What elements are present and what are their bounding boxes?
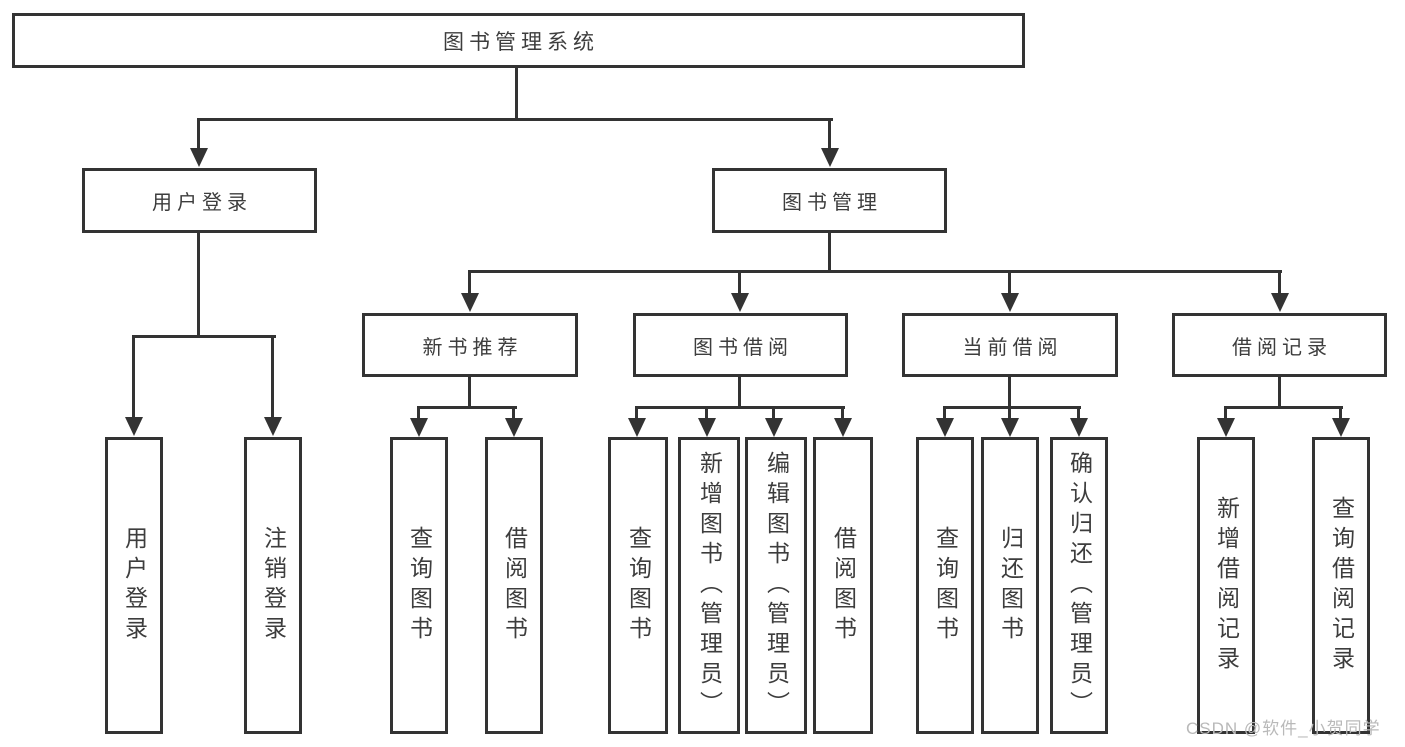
edge-mgmt-split xyxy=(468,270,1282,273)
edge-root-split xyxy=(197,118,833,121)
arrow-down-icon xyxy=(461,293,479,312)
edge-to-bor-query xyxy=(635,406,638,420)
leaf-current-return-books: 归还图书 xyxy=(981,437,1039,734)
node-book-management: 图书管理 xyxy=(712,168,947,233)
arrow-down-icon xyxy=(834,418,852,437)
edge-to-rd-query xyxy=(1339,406,1342,420)
node-current-borrow: 当前借阅 xyxy=(902,313,1118,377)
arrow-down-icon xyxy=(628,418,646,437)
edge-to-record xyxy=(1278,270,1281,296)
arrow-down-icon xyxy=(1001,418,1019,437)
arrow-down-icon xyxy=(190,148,208,167)
arrow-down-icon xyxy=(125,417,143,436)
edge-to-cur-confirm xyxy=(1077,406,1080,420)
arrow-down-icon xyxy=(765,418,783,437)
arrow-down-icon xyxy=(821,148,839,167)
leaf-current-confirm-return-admin: 确认归还（管理员） xyxy=(1050,437,1108,734)
edge-to-leaf-login xyxy=(132,335,135,419)
edge-to-mgmt-stem xyxy=(828,118,831,152)
edge-login-stem xyxy=(197,233,200,338)
leaf-logout: 注销登录 xyxy=(244,437,302,734)
leaf-record-query-borrow-record: 查询借阅记录 xyxy=(1312,437,1370,734)
leaf-recommend-borrow-books: 借阅图书 xyxy=(485,437,543,734)
node-user-login: 用户登录 xyxy=(82,168,317,233)
edge-record-stem xyxy=(1278,377,1281,409)
edge-current-stem xyxy=(1008,377,1011,409)
arrow-down-icon xyxy=(1271,293,1289,312)
edge-to-rec-borrow xyxy=(512,406,515,420)
arrow-down-icon xyxy=(505,418,523,437)
edge-to-leaf-logout xyxy=(271,335,274,419)
edge-to-recommend xyxy=(468,270,471,296)
edge-current-split xyxy=(943,406,1081,409)
edge-to-bor-edit xyxy=(772,406,775,420)
leaf-current-query-books: 查询图书 xyxy=(916,437,974,734)
arrow-down-icon xyxy=(1070,418,1088,437)
arrow-down-icon xyxy=(1001,293,1019,312)
leaf-borrow-borrow-books: 借阅图书 xyxy=(813,437,873,734)
node-new-book-recommend: 新书推荐 xyxy=(362,313,578,377)
edge-to-current xyxy=(1008,270,1011,296)
edge-recommend-split xyxy=(417,406,517,409)
leaf-record-add-borrow-record: 新增借阅记录 xyxy=(1197,437,1255,734)
csdn-watermark: CSDN @软件_小贺同学 xyxy=(1186,719,1381,738)
leaf-borrow-edit-books-admin: 编辑图书（管理员） xyxy=(745,437,807,734)
edge-borrow-stem xyxy=(738,377,741,409)
edge-to-login-stem xyxy=(197,118,200,152)
edge-to-borrow xyxy=(738,270,741,296)
node-book-borrow: 图书借阅 xyxy=(633,313,848,377)
node-borrow-record: 借阅记录 xyxy=(1172,313,1387,377)
leaf-borrow-query-books: 查询图书 xyxy=(608,437,668,734)
edge-root-stem xyxy=(515,68,518,121)
node-root: 图书管理系统 xyxy=(12,13,1025,68)
edge-mgmt-stem xyxy=(828,233,831,273)
leaf-borrow-add-books-admin: 新增图书（管理员） xyxy=(678,437,740,734)
edge-record-split xyxy=(1224,406,1343,409)
arrow-down-icon xyxy=(936,418,954,437)
edge-recommend-stem xyxy=(468,377,471,409)
edge-borrow-split xyxy=(635,406,845,409)
leaf-user-login: 用户登录 xyxy=(105,437,163,734)
edge-to-rd-add xyxy=(1224,406,1227,420)
edge-login-split xyxy=(132,335,276,338)
edge-to-bor-add xyxy=(705,406,708,420)
arrow-down-icon xyxy=(410,418,428,437)
edge-to-bor-borrow xyxy=(841,406,844,420)
edge-to-cur-query xyxy=(943,406,946,420)
leaf-recommend-query-books: 查询图书 xyxy=(390,437,448,734)
edge-to-cur-return xyxy=(1008,406,1011,420)
edge-to-rec-query xyxy=(417,406,420,420)
arrow-down-icon xyxy=(264,417,282,436)
arrow-down-icon xyxy=(698,418,716,437)
arrow-down-icon xyxy=(731,293,749,312)
arrow-down-icon xyxy=(1332,418,1350,437)
arrow-down-icon xyxy=(1217,418,1235,437)
